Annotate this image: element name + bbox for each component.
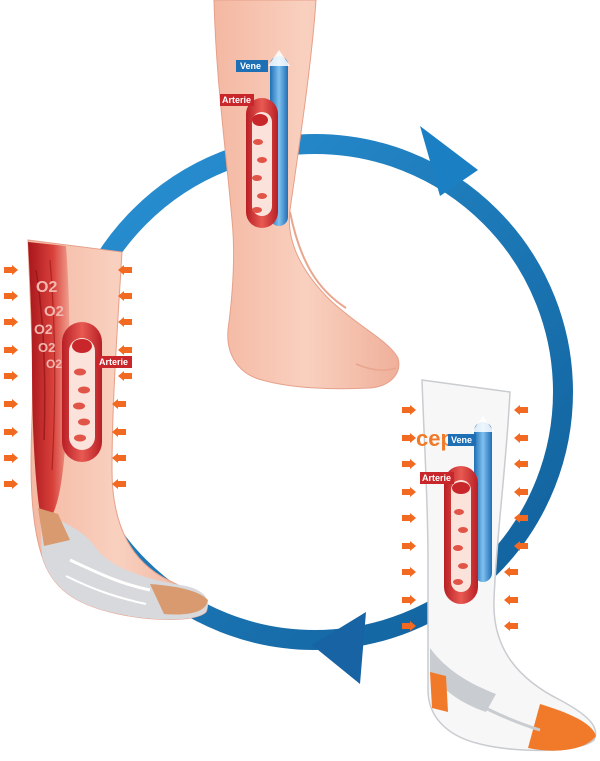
- arterie-label-top: Arterie: [220, 94, 254, 106]
- o2-label-5: O2: [46, 357, 62, 371]
- compression-arrow-icon: [118, 265, 132, 275]
- compression-arrow-icon: [402, 621, 416, 631]
- muscle-leg: O2 O2 O2 O2 O2 Arterie: [4, 239, 208, 620]
- compression-arrow-icon: [402, 513, 416, 523]
- svg-text:Vene: Vene: [451, 435, 472, 445]
- artery-vessel-right-icon: [444, 466, 478, 604]
- compression-arrow-icon: [112, 399, 126, 409]
- vene-label-right: Vene: [448, 434, 476, 446]
- compression-arrow-icon: [4, 479, 18, 489]
- vene-label-top: Vene: [236, 60, 268, 72]
- compression-arrow-icon: [402, 433, 416, 443]
- compression-arrow-icon: [112, 427, 126, 437]
- compression-arrow-icon: [402, 459, 416, 469]
- compression-arrow-icon: [4, 265, 18, 275]
- compression-arrow-icon: [402, 487, 416, 497]
- o2-label-4: O2: [38, 340, 55, 355]
- bare-leg: Vene Arterie: [213, 0, 400, 390]
- o2-label-3: O2: [34, 321, 53, 337]
- cep-brand-logo: cep: [416, 426, 454, 451]
- compression-arrow-icon: [402, 405, 416, 415]
- compression-arrow-icon: [504, 595, 518, 605]
- compression-arrows-left: [4, 265, 132, 489]
- compression-arrow-icon: [514, 487, 528, 497]
- compression-arrow-icon: [4, 371, 18, 381]
- o2-label-2: O2: [44, 303, 64, 320]
- compression-arrows-right: [402, 405, 528, 631]
- vein-vessel-right-icon: [472, 416, 494, 582]
- cep-sock-leg: cep Vene Arterie: [402, 379, 597, 752]
- compression-arrow-icon: [4, 291, 18, 301]
- artery-vessel-icon: [246, 98, 278, 228]
- compression-arrow-icon: [514, 433, 528, 443]
- compression-arrow-icon: [514, 459, 528, 469]
- svg-text:Arterie: Arterie: [422, 473, 451, 483]
- compression-arrow-icon: [402, 595, 416, 605]
- svg-text:Arterie: Arterie: [99, 357, 128, 367]
- cycle-arrowhead-right-icon: [420, 126, 478, 196]
- compression-arrow-icon: [112, 479, 126, 489]
- compression-arrow-icon: [118, 291, 132, 301]
- compression-arrow-icon: [4, 345, 18, 355]
- compression-arrow-icon: [118, 371, 132, 381]
- compression-arrow-icon: [514, 541, 528, 551]
- compression-arrow-icon: [4, 427, 18, 437]
- compression-arrow-icon: [118, 317, 132, 327]
- compression-arrow-icon: [118, 345, 132, 355]
- compression-arrow-icon: [504, 567, 518, 577]
- compression-arrow-icon: [4, 317, 18, 327]
- compression-arrow-icon: [402, 541, 416, 551]
- svg-text:Arterie: Arterie: [222, 95, 251, 105]
- compression-arrow-icon: [402, 567, 416, 577]
- svg-text:Vene: Vene: [240, 61, 261, 71]
- compression-arrow-icon: [514, 405, 528, 415]
- o2-label-1: O2: [36, 279, 57, 296]
- compression-arrow-icon: [514, 513, 528, 523]
- cycle-arrowhead-bottom-icon: [312, 612, 366, 684]
- compression-arrow-icon: [4, 453, 18, 463]
- compression-arrow-icon: [112, 453, 126, 463]
- artery-vessel-left-icon: [62, 322, 102, 462]
- arterie-label-right: Arterie: [420, 472, 454, 484]
- compression-arrow-icon: [504, 621, 518, 631]
- arterie-label-left: Arterie: [96, 356, 132, 368]
- compression-arrow-icon: [4, 399, 18, 409]
